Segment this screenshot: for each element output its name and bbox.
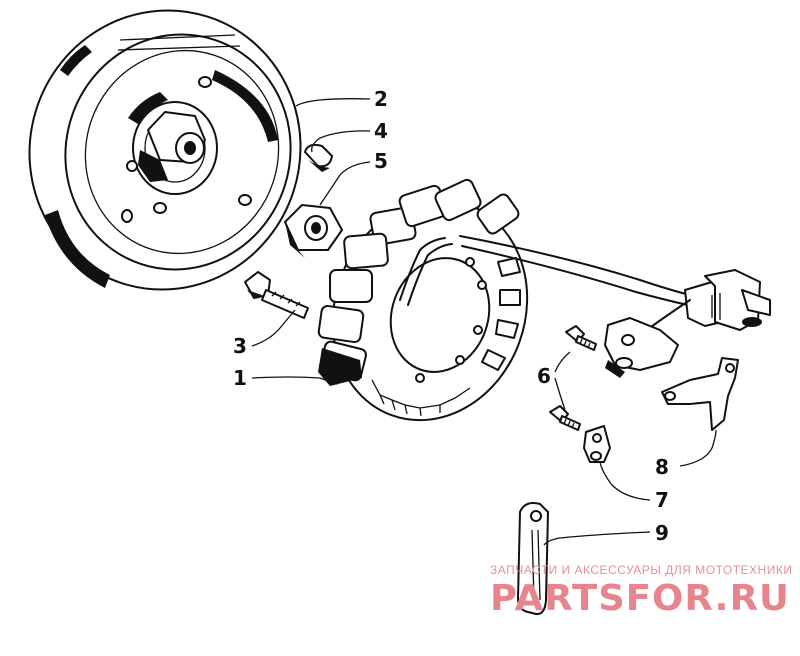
regulator-clip-illustration <box>604 317 679 378</box>
watermark-tagline: ЗАПЧАСТИ И АКСЕССУАРЫ ДЛЯ МОТОТЕХНИКИ <box>490 563 792 577</box>
flywheel-illustration <box>28 9 302 291</box>
screws-illustration <box>549 325 597 431</box>
callout-labels: 2 4 5 3 1 6 8 7 9 <box>233 87 669 545</box>
leader-lines <box>251 98 717 546</box>
stator-illustration <box>317 178 529 422</box>
bracket-illustration <box>661 357 739 431</box>
callout-2: 2 <box>374 87 388 111</box>
wire-harness-illustration <box>459 235 771 336</box>
wire-clamp-illustration <box>583 425 611 463</box>
watermark: ЗАПЧАСТИ И АКСЕССУАРЫ ДЛЯ МОТОТЕХНИКИ PA… <box>490 563 792 619</box>
callout-6: 6 <box>537 364 551 388</box>
callout-7: 7 <box>655 488 669 512</box>
strap-illustration <box>517 502 549 616</box>
callout-4: 4 <box>374 119 388 143</box>
callout-9: 9 <box>655 521 669 545</box>
callout-1: 1 <box>233 366 247 390</box>
flywheel-nut-illustration <box>284 204 343 258</box>
stator-screw-illustration <box>244 271 309 319</box>
callout-3: 3 <box>233 334 247 358</box>
callout-5: 5 <box>374 149 388 173</box>
callout-8: 8 <box>655 455 669 479</box>
woodruff-key-illustration <box>304 143 333 172</box>
watermark-logo: PARTSFOR.RU <box>490 578 790 619</box>
